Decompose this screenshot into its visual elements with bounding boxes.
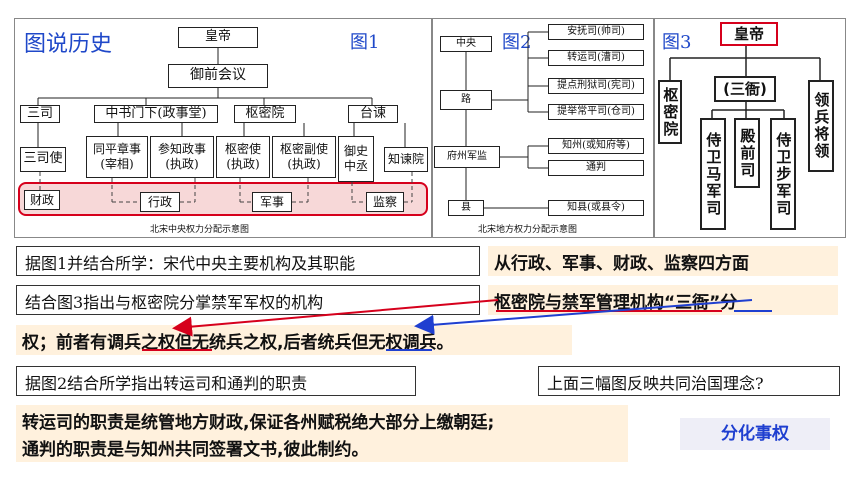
fig3-dianqian-box: 殿前司 bbox=[734, 118, 760, 188]
fig2-fuzhoujun-box: 府州军监 bbox=[434, 146, 500, 168]
fig3-sanya-box: (三衙) bbox=[714, 76, 776, 102]
figure3-label: 图3 bbox=[662, 32, 692, 53]
figure1-label: 图1 bbox=[350, 32, 380, 53]
fig1-shumishi-box: 枢密使 (执政) bbox=[216, 136, 270, 178]
answer-3-line1: 转运司的职责是统管地方财政,保证各州赋税绝大部分上缴朝廷; bbox=[16, 405, 628, 433]
fig1-yushi-line1: 御史 bbox=[343, 144, 368, 158]
fig1-jiancha-box: 监察 bbox=[366, 192, 404, 212]
fig1-caizheng-box: 财政 bbox=[24, 190, 60, 210]
fig3-majun-box: 侍卫马军司 bbox=[700, 118, 726, 230]
fig1-sansishi-box: 三司使 bbox=[20, 147, 66, 172]
fig2-zhongyang-box: 中央 bbox=[440, 36, 492, 52]
fig2-zhizhou-box: 知州(或知府等) bbox=[548, 138, 644, 154]
figure1-domain-band bbox=[18, 182, 428, 216]
question-2: 结合图3指出与枢密院分掌禁军军权的机构 bbox=[16, 285, 480, 315]
fig2-tidian-box: 提点刑狱司(宪司) bbox=[548, 78, 644, 94]
figure2-label: 图2 bbox=[502, 32, 532, 53]
fig1-canzhi-box: 参知政事 (执政) bbox=[150, 136, 214, 178]
fig3-bujun-box: 侍卫步军司 bbox=[770, 118, 796, 230]
fig2-anfu-box: 安抚司(帅司) bbox=[548, 24, 644, 40]
question-3: 据图2结合所学指出转运司和通判的职责 bbox=[16, 366, 416, 396]
fig2-xian-box: 县 bbox=[448, 200, 484, 216]
fig1-zhijian-box: 知谏院 bbox=[384, 147, 428, 172]
fig1-sansi-box: 三司 bbox=[20, 105, 60, 123]
fig1-xingzheng-box: 行政 bbox=[140, 192, 180, 212]
fig1-zhongshu-box: 中书门下(政事堂) bbox=[94, 105, 218, 123]
fig2-caption: 北宋地方权力分配示意图 bbox=[478, 225, 578, 235]
fig1-council-box: 御前会议 bbox=[168, 64, 268, 88]
fig1-fushi-box: 枢密副使 (执政) bbox=[272, 136, 336, 178]
fig2-zhuanyun-box: 转运司(漕司) bbox=[548, 50, 644, 66]
fig1-yushi-box: 御史 中丞 bbox=[338, 136, 374, 182]
fig3-emperor-box: 皇帝 bbox=[720, 22, 778, 46]
answer-3-line2: 通判的职责是与知州共同签署文书,彼此制约。 bbox=[16, 432, 628, 462]
answer-1: 从行政、军事、财政、监察四方面 bbox=[488, 246, 838, 276]
answer-2-line2: 权；前者有调兵之权但无统兵之权,后者统兵但无权调兵。 bbox=[16, 325, 572, 355]
fig1-shumishi-line1: 枢密使 bbox=[224, 142, 261, 156]
fig3-lingbing-box: 领兵将领 bbox=[808, 80, 834, 172]
figure1-title-label: 图说历史 bbox=[24, 32, 113, 57]
question-1: 据图1并结合所学：宋代中央主要机构及其职能 bbox=[16, 246, 480, 276]
answer-4: 分化事权 bbox=[680, 418, 830, 450]
question-4: 上面三幅图反映共同治国理念? bbox=[538, 366, 840, 396]
fig1-tongping-line1: 同平章事 bbox=[92, 142, 141, 156]
fig1-shumiyuan-box: 枢密院 bbox=[234, 105, 296, 123]
fig2-tiju-box: 提举常平司(仓司) bbox=[548, 104, 644, 120]
fig1-tongping-box: 同平章事 (宰相) bbox=[86, 136, 148, 178]
fig1-canzhi-line1: 参知政事 bbox=[157, 142, 206, 156]
fig1-junshi-box: 军事 bbox=[252, 192, 292, 212]
fig1-canzhi-line2: (执政) bbox=[165, 157, 199, 171]
fig2-tongpan-box: 通判 bbox=[548, 160, 644, 176]
fig2-lu-box: 路 bbox=[440, 90, 492, 110]
fig1-fushi-line1: 枢密副使 bbox=[279, 142, 328, 156]
fig1-tongping-line2: (宰相) bbox=[100, 157, 134, 171]
fig3-shumiyuan-box: 枢密院 bbox=[658, 80, 682, 144]
fig1-taijian-box: 台谏 bbox=[348, 105, 398, 123]
fig2-zhixian-box: 知县(或县令) bbox=[548, 200, 644, 216]
fig1-emperor-box: 皇帝 bbox=[178, 27, 258, 48]
fig1-yushi-line2: 中丞 bbox=[343, 159, 368, 173]
fig1-fushi-line2: (执政) bbox=[287, 157, 321, 171]
fig1-shumishi-line2: (执政) bbox=[226, 157, 260, 171]
fig1-caption: 北宋中央权力分配示意图 bbox=[150, 225, 250, 235]
